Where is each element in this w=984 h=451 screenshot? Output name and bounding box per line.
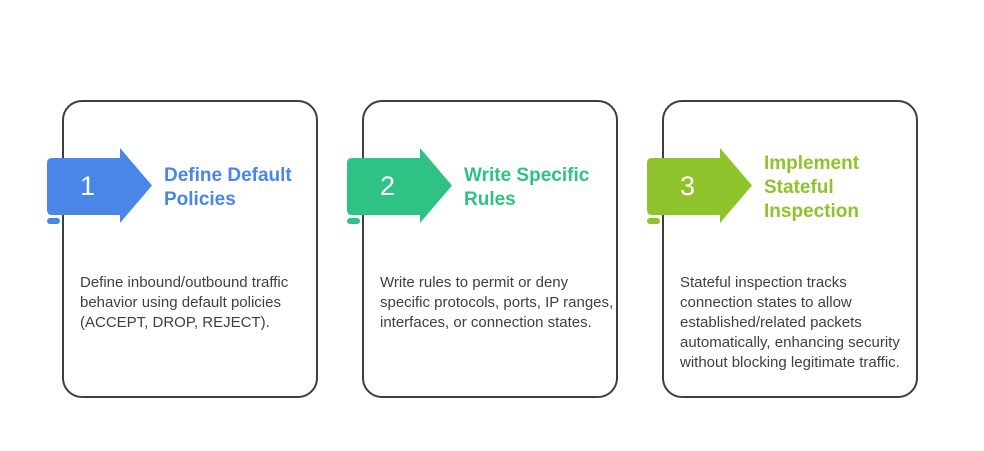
step-card: 1 Define Default Policies Define inbound… [47, 100, 318, 398]
arrow-shape [47, 148, 152, 223]
step-arrow-icon [647, 148, 752, 224]
step-marker-dash [347, 218, 360, 224]
step-title: Write Specific Rules [464, 165, 590, 210]
step-marker-dash [647, 218, 660, 224]
arrow-shape [347, 148, 452, 223]
step-number: 1 [79, 171, 96, 201]
step-description: Stateful inspection tracks connection st… [680, 274, 900, 371]
arrow-shape [647, 148, 752, 223]
step-description: Define inbound/outbound traffic behavior… [80, 274, 289, 331]
step-card: 2 Write Specific Rules Write rules to pe… [347, 100, 618, 398]
step-number: 3 [679, 171, 696, 201]
step-card: 3 Implement Stateful Inspection Stateful… [647, 100, 918, 398]
step-description: Write rules to permit or deny specific p… [380, 274, 614, 331]
step-arrow-icon [347, 148, 452, 224]
step-title: Implement Stateful Inspection [764, 153, 860, 222]
step-title: Define Default Policies [164, 165, 292, 210]
step-number: 2 [379, 171, 396, 201]
step-arrow-icon [47, 148, 152, 224]
step-marker-dash [47, 218, 60, 224]
